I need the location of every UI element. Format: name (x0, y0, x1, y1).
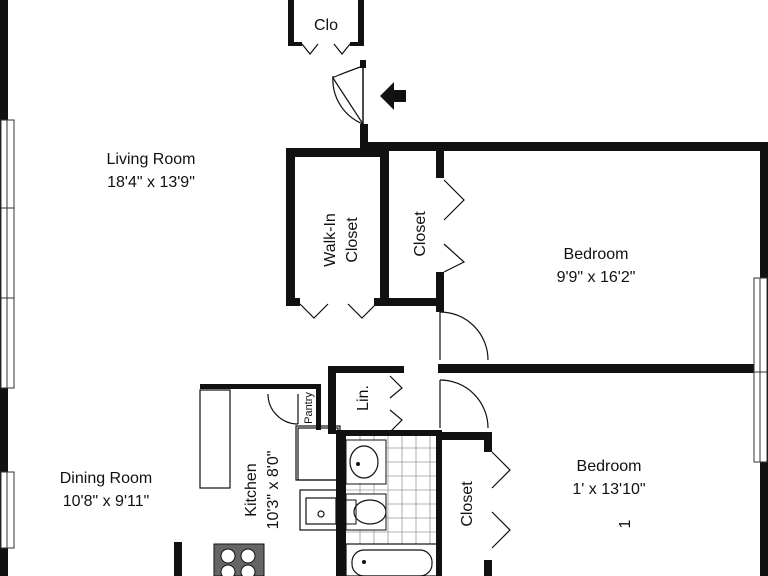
wall-between-bedrooms (438, 364, 768, 373)
room-label-dining-room: Dining Room (60, 470, 152, 487)
room-label-clo: Clo (314, 17, 338, 34)
window-right-bedroom-2 (753, 371, 768, 463)
room-size-dining-room: 10'8" x 9'11" (63, 493, 150, 510)
walk-in-closet (286, 148, 389, 319)
room-label-closet-bottom: Closet (459, 481, 476, 527)
room-label-living-room: Living Room (107, 151, 196, 168)
room-label-walk-in-line1: Walk-In (322, 213, 339, 267)
room-size-bedroom-1: 9'9" x 16'2" (557, 269, 636, 286)
room-label-closet-top: Closet (412, 211, 429, 257)
room-size-living-room: 18'4" x 13'9" (107, 174, 195, 191)
entry-arrow-icon (380, 82, 406, 110)
sink (349, 445, 379, 479)
closet-bottom (442, 432, 511, 576)
entry-door (332, 60, 368, 150)
room-label-bedroom-1: Bedroom (564, 246, 629, 263)
stove (213, 543, 265, 576)
room-label-walk-in-line2: Closet (344, 217, 361, 263)
room-size-bedroom-2: 1' x 13'10" (572, 481, 645, 498)
wall-kitchen-bottom-left (174, 542, 182, 576)
window-right-bedroom-1 (753, 277, 768, 373)
room-size-kitchen: 10'3" x 8'0" (265, 451, 282, 530)
toilet (353, 499, 387, 525)
wall-bedroom-top (364, 142, 768, 151)
bedroom-1-door (439, 311, 489, 361)
bathroom (336, 430, 442, 576)
room-mark-bedroom-2: 1 (617, 519, 634, 528)
room-label-kitchen: Kitchen (243, 463, 260, 516)
room-label-pantry: Pantry (303, 392, 315, 424)
bedroom-2-door (439, 379, 489, 429)
closet-top (386, 148, 466, 312)
window-left-dining (0, 471, 15, 549)
bathtub (351, 549, 433, 576)
room-label-bedroom-2: Bedroom (577, 458, 642, 475)
window-left-living (0, 119, 15, 389)
closet-clo (288, 0, 364, 55)
room-label-linen: Lin. (355, 385, 372, 411)
linen-closet (328, 366, 404, 434)
